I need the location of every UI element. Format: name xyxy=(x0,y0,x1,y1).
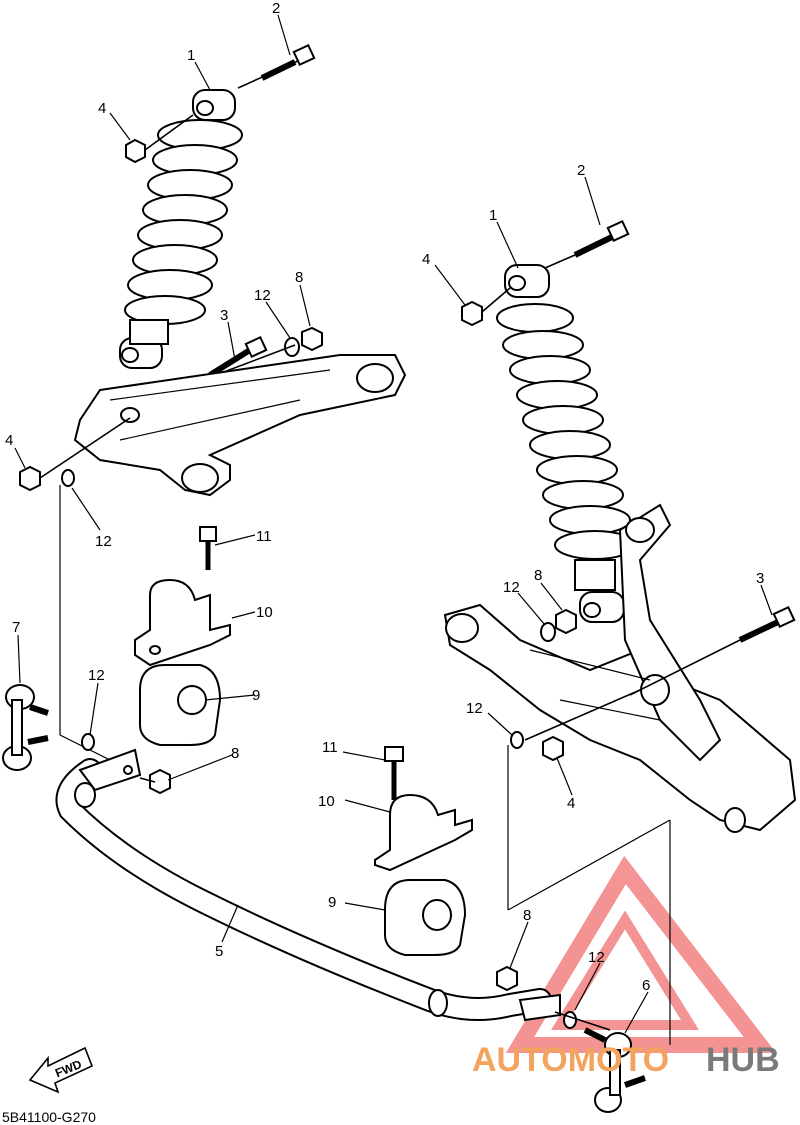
callout-11-right-bolt: 11 xyxy=(322,739,338,756)
callout-9-left-bushing: 9 xyxy=(252,687,260,704)
callout-10-right-bracket: 10 xyxy=(318,793,335,810)
callout-1-left-shock: 1 xyxy=(187,47,195,64)
callout-4-right-pivot-nut: 4 xyxy=(567,795,575,812)
right-stabilizer-link xyxy=(496,965,646,1113)
left-top-bolt xyxy=(237,43,316,89)
callout-6-right-link: 6 xyxy=(642,977,650,994)
right-top-nut xyxy=(461,287,511,327)
left-swing-arm xyxy=(73,354,407,497)
callout-2-left-bolt: 2 xyxy=(272,0,280,17)
left-lower-bolt-set xyxy=(149,326,323,401)
left-shock-absorber xyxy=(119,89,243,369)
callout-12-left-washer: 12 xyxy=(254,287,271,304)
callout-1-right-shock: 1 xyxy=(489,207,497,224)
callout-8-left-bar-nut: 8 xyxy=(231,745,239,762)
callout-12-left-link-washer: 12 xyxy=(88,667,105,684)
watermark-hub: HUB xyxy=(706,1041,780,1079)
callout-7-left-link: 7 xyxy=(12,619,20,636)
right-top-bolt xyxy=(544,219,630,269)
callout-2-right-bolt: 2 xyxy=(577,162,585,179)
callout-12-right-link-washer: 12 xyxy=(588,949,605,966)
right-lower-bolt xyxy=(629,605,796,696)
callout-5-stabilizer-bar: 5 xyxy=(215,943,223,960)
stabilizer-bar xyxy=(55,748,561,1022)
callout-3-right-bolt: 3 xyxy=(756,570,764,587)
right-pivot-hardware xyxy=(510,689,641,762)
left-stabilizer-mount xyxy=(134,526,231,746)
callout-9-right-bushing: 9 xyxy=(328,894,336,911)
right-stabilizer-mount xyxy=(374,746,473,956)
callout-10-left-bracket: 10 xyxy=(256,604,273,621)
callout-labels: 2 1 4 12 8 3 4 12 11 10 7 9 12 8 2 1 4 1… xyxy=(5,0,764,994)
callout-8-left-nut: 8 xyxy=(295,269,303,286)
callout-4-right-nut: 4 xyxy=(422,251,430,268)
left-stabilizer-link xyxy=(2,684,95,771)
callout-12-right-pivot-washer: 12 xyxy=(466,700,483,717)
callout-3-left-bolt: 3 xyxy=(220,307,228,324)
callout-4-left-nut: 4 xyxy=(98,100,106,117)
watermark-automoto: AUTOMOTO xyxy=(472,1041,669,1079)
leader-lines xyxy=(14,14,773,1034)
callout-11-left-bolt: 11 xyxy=(256,528,272,545)
callout-12-right-washer: 12 xyxy=(503,579,520,596)
callout-8-right-bar-nut: 8 xyxy=(523,907,531,924)
right-shock-absorber xyxy=(496,264,636,623)
left-pivot-hardware xyxy=(19,417,131,492)
watermark-text: AUTOMOTO HUB xyxy=(472,1041,780,1079)
callout-8-right-nut: 8 xyxy=(534,567,542,584)
right-upper-hardware xyxy=(540,608,577,642)
fwd-arrow-icon: FWD xyxy=(28,1046,94,1094)
watermark-triangle xyxy=(505,855,777,1053)
right-swing-arm xyxy=(443,503,797,833)
callout-4-left-pivot-nut: 4 xyxy=(5,432,13,449)
left-top-nut xyxy=(125,114,194,164)
callout-12-left-pivot-washer: 12 xyxy=(95,533,112,550)
diagram-code: 5B41100-G270 xyxy=(2,1109,96,1125)
